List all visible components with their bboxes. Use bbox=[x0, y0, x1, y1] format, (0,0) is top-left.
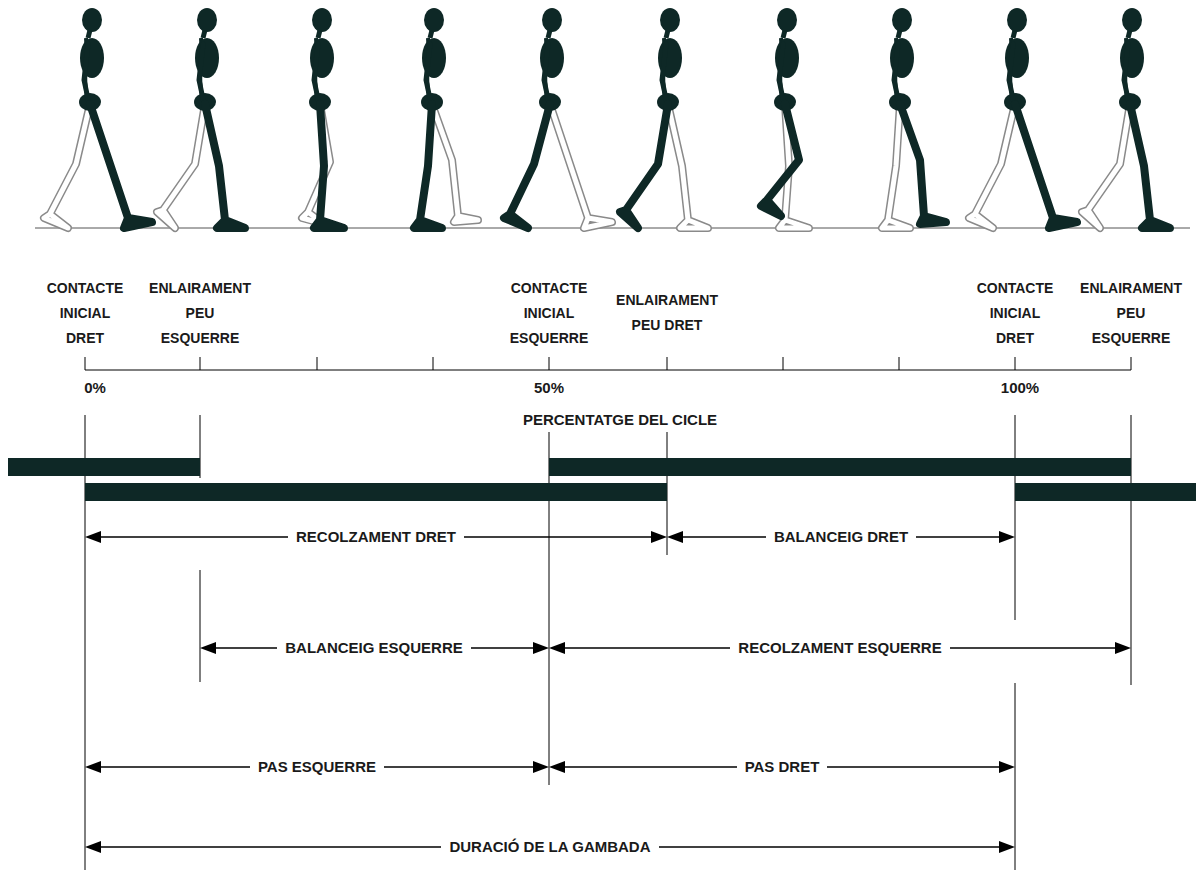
event-label: CONTACTE INICIAL ESQUERRE bbox=[510, 276, 589, 351]
skeleton-figure bbox=[761, 8, 809, 228]
right-leg bbox=[761, 104, 799, 216]
left-leg bbox=[1082, 104, 1130, 228]
skeleton-figure bbox=[1082, 8, 1170, 228]
skeleton-figure bbox=[882, 8, 946, 228]
stance-bar bbox=[549, 458, 1131, 476]
event-label: ENLAIRAMENT PEU ESQUERRE bbox=[149, 276, 251, 351]
skeleton-torso bbox=[889, 8, 914, 111]
phase-label: PAS DRET bbox=[737, 757, 828, 777]
skeleton-figure bbox=[302, 8, 344, 228]
skeleton-figure bbox=[414, 8, 478, 228]
skeleton-torso bbox=[539, 8, 564, 111]
left-leg bbox=[44, 104, 90, 228]
skeleton-torso bbox=[79, 8, 104, 111]
stance-bar bbox=[1015, 483, 1196, 501]
right-leg bbox=[314, 104, 344, 228]
axis-tick bbox=[433, 357, 434, 370]
left-leg bbox=[157, 104, 205, 228]
axis-tick bbox=[783, 357, 784, 370]
stance-bar bbox=[85, 483, 667, 501]
left-leg bbox=[969, 104, 1015, 228]
axis-tick bbox=[200, 357, 201, 370]
right-leg bbox=[1015, 104, 1077, 228]
event-guide bbox=[200, 570, 201, 682]
left-leg bbox=[668, 104, 708, 228]
event-guide bbox=[1015, 683, 1016, 870]
skeleton-torso bbox=[774, 8, 799, 111]
left-leg bbox=[668, 104, 708, 228]
phase-arrows bbox=[85, 531, 1131, 853]
axis-tick bbox=[667, 357, 668, 370]
left-leg bbox=[432, 104, 478, 222]
percent-label: 50% bbox=[534, 379, 564, 397]
event-label: CONTACTE INICIAL DRET bbox=[47, 276, 124, 351]
skeleton-torso bbox=[309, 8, 334, 111]
left-leg bbox=[1082, 104, 1130, 228]
skeleton-torso bbox=[194, 8, 219, 111]
right-leg bbox=[620, 104, 668, 228]
left-leg bbox=[550, 104, 612, 228]
skeleton-figure bbox=[44, 8, 152, 228]
right-leg bbox=[90, 104, 152, 228]
percent-label: 0% bbox=[84, 379, 106, 397]
skeleton-figure bbox=[157, 8, 245, 228]
stance-bars bbox=[8, 458, 1196, 501]
right-leg bbox=[504, 104, 550, 228]
ground-line bbox=[35, 228, 1190, 229]
skeleton-torso bbox=[421, 8, 446, 111]
phase-label: BALANCEIG ESQUERRE bbox=[277, 638, 471, 658]
right-leg bbox=[414, 104, 442, 228]
event-label: ENLAIRAMENT PEU ESQUERRE bbox=[1080, 276, 1182, 351]
stance-bar bbox=[8, 458, 200, 476]
right-leg bbox=[900, 104, 946, 224]
skeleton-figure bbox=[620, 8, 708, 228]
left-leg bbox=[44, 104, 90, 228]
skeleton-figure bbox=[969, 8, 1077, 228]
right-leg bbox=[1130, 104, 1170, 228]
skeleton-torso bbox=[1004, 8, 1029, 111]
event-label: ENLAIRAMENT PEU DRET bbox=[616, 288, 718, 338]
cycle-axis bbox=[85, 357, 1131, 370]
skeleton-torso bbox=[657, 8, 682, 111]
phase-label: RECOLZAMENT DRET bbox=[288, 527, 464, 547]
axis-tick bbox=[317, 357, 318, 370]
phase-label: BALANCEIG DRET bbox=[766, 527, 916, 547]
right-leg bbox=[205, 104, 245, 228]
event-guide bbox=[1015, 415, 1016, 620]
axis-line bbox=[85, 370, 1131, 371]
axis-tick bbox=[85, 357, 86, 370]
axis-tick bbox=[1131, 357, 1132, 370]
phase-label: PAS ESQUERRE bbox=[250, 757, 384, 777]
axis-tick bbox=[1015, 357, 1016, 370]
percent-label: 100% bbox=[1001, 379, 1039, 397]
event-label: CONTACTE INICIAL DRET bbox=[977, 276, 1054, 351]
skeleton-figure bbox=[504, 8, 612, 228]
left-leg bbox=[157, 104, 205, 228]
left-leg bbox=[432, 104, 478, 222]
phase-label: DURACIÓ DE LA GAMBADA bbox=[441, 837, 658, 857]
axis-tick bbox=[549, 357, 550, 370]
event-guides bbox=[85, 415, 1131, 870]
axis-tick bbox=[899, 357, 900, 370]
phase-label: RECOLZAMENT ESQUERRE bbox=[730, 638, 949, 658]
left-leg bbox=[550, 104, 612, 228]
event-guide bbox=[1131, 415, 1132, 685]
axis-title: PERCENTATGE DEL CICLE bbox=[523, 411, 717, 429]
left-leg bbox=[969, 104, 1015, 228]
skeleton-torso bbox=[1119, 8, 1144, 111]
